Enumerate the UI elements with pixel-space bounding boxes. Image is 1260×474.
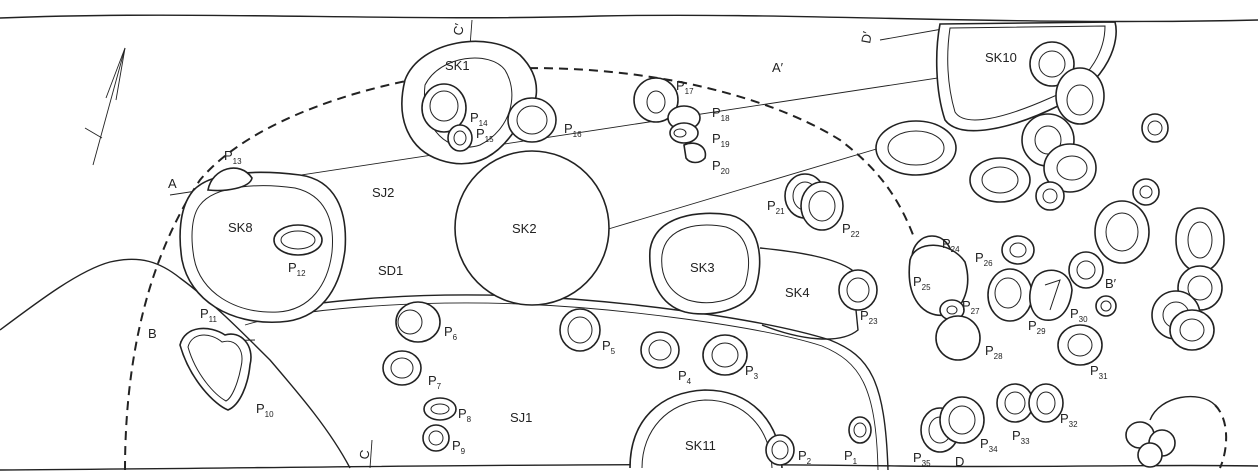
label-p2: P2 (798, 448, 812, 466)
unlabelled-pits (875, 41, 1228, 469)
label-p11: P11 (200, 306, 218, 324)
pit-p34 (939, 396, 985, 444)
label-p16: P16 (564, 121, 582, 139)
pit-p12 (273, 224, 323, 256)
pit-p8 (423, 397, 457, 421)
sk3-pit (649, 212, 761, 315)
label-p8: P8 (458, 406, 472, 424)
pit-p2 (765, 434, 795, 466)
label-sk1: SK1 (445, 58, 470, 73)
pit-p25 (908, 244, 969, 317)
pit-p16 (507, 97, 557, 143)
sk11-pit (629, 389, 783, 469)
label-sj2: SJ2 (372, 185, 394, 200)
label-p18: P18 (712, 105, 730, 123)
pit-p7 (382, 350, 422, 386)
sk10-pit (935, 21, 1117, 132)
feature-labels: SK1 SK2 SK3 SK4 SK8 SK10 SK11 SJ1 SJ2 SD… (228, 50, 1017, 453)
pit-p33 (996, 383, 1034, 423)
label-sk4: SK4 (785, 285, 810, 300)
label-p5: P5 (602, 338, 616, 356)
sk2-pit (454, 150, 610, 306)
label-p33: P33 (1012, 428, 1030, 446)
label-sk3: SK3 (690, 260, 715, 275)
pit-p31 (1057, 324, 1103, 366)
label-p19: P19 (712, 131, 730, 149)
label-sk11: SK11 (685, 438, 716, 453)
pit-p23 (838, 269, 878, 311)
pit-p13 (207, 167, 253, 192)
label-p13: P13 (224, 148, 242, 166)
label-p29: P29 (1028, 318, 1046, 336)
label-sd1: SD1 (378, 263, 403, 278)
label-section-b: B (148, 326, 157, 341)
pit-p10 (179, 327, 252, 411)
sk8-pit (179, 171, 347, 323)
label-p32: P32 (1060, 411, 1078, 429)
label-p3: P3 (745, 363, 759, 381)
label-sk10: SK10 (985, 50, 1017, 65)
label-section-b-prime: B′ (1105, 276, 1117, 291)
postholes (179, 77, 1103, 466)
north-arrow-icon (84, 47, 126, 166)
label-p25: P25 (913, 274, 931, 292)
label-section-a-prime: A′ (772, 60, 784, 75)
pit-p22 (800, 181, 844, 231)
pit-p28 (935, 315, 981, 361)
pit-p20 (683, 142, 707, 164)
label-p27: P27 (962, 298, 980, 316)
sk4-pit (759, 247, 859, 340)
pit-p26 (1001, 235, 1035, 265)
label-p1: P1 (844, 448, 858, 466)
label-section-a: A (168, 176, 177, 191)
label-section-d-prime: D′ (858, 30, 875, 45)
label-section-d: D (955, 454, 964, 469)
pit-p4 (640, 331, 680, 369)
pit-p17 (633, 77, 679, 123)
pit-p14 (421, 83, 467, 133)
label-p30: P30 (1070, 306, 1088, 324)
pit-p19 (669, 122, 699, 144)
label-p15: P15 (476, 126, 494, 144)
label-p20: P20 (712, 158, 730, 176)
pit-labels: P1P2P3P4P5P6P7P8P9P10P11P12P13P14P15P16P… (200, 78, 1108, 468)
pit-p6 (395, 301, 441, 343)
label-p28: P28 (985, 343, 1003, 361)
label-section-c: C (356, 449, 372, 461)
label-p9: P9 (452, 438, 466, 456)
label-p10: P10 (256, 401, 274, 419)
label-p4: P4 (678, 368, 692, 386)
label-p17: P17 (676, 78, 694, 96)
label-p34: P34 (980, 436, 998, 454)
label-p24: P24 (942, 236, 960, 254)
label-sj1: SJ1 (510, 410, 532, 425)
label-p21: P21 (767, 198, 785, 216)
label-p14: P14 (470, 110, 488, 128)
section-labels: A A′ B B′ C C′ D D′ (148, 22, 1117, 469)
sj1-outline (244, 294, 889, 471)
label-p6: P6 (444, 324, 458, 342)
pit-p15 (447, 124, 473, 152)
label-p7: P7 (428, 373, 442, 391)
label-sk2: SK2 (512, 221, 537, 236)
label-p12: P12 (288, 260, 306, 278)
pit-p30 (1029, 269, 1073, 321)
label-p23: P23 (860, 308, 878, 326)
pit-p9 (422, 424, 450, 452)
label-p31: P31 (1090, 363, 1108, 381)
pit-p29 (987, 268, 1033, 322)
label-section-c-prime: C′ (450, 22, 467, 37)
label-p26: P26 (975, 250, 993, 268)
pit-p3 (702, 334, 748, 376)
pit-p5 (559, 308, 601, 352)
label-p35: P35 (913, 450, 931, 468)
pit-p1 (848, 416, 872, 444)
label-sk8: SK8 (228, 220, 253, 235)
label-p22: P22 (842, 221, 860, 239)
pit-p32 (1028, 383, 1064, 423)
